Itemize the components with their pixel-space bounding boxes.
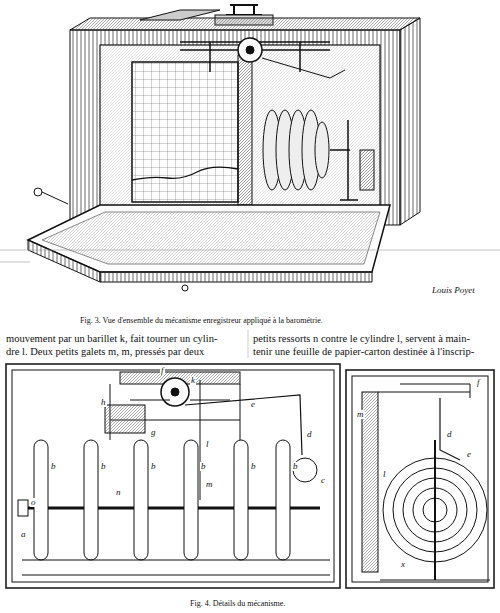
callout-letter: g	[150, 428, 157, 437]
callout-letter: c	[320, 476, 326, 485]
callout-letter: h	[100, 398, 107, 407]
body-text-line: petits ressorts n contre le cylindre l, …	[253, 334, 470, 345]
callout-letter: x	[400, 560, 406, 569]
callout-letter: n	[115, 488, 122, 497]
callout-letter: b	[50, 462, 57, 471]
callout-letter: l	[382, 470, 387, 479]
callout-letter: m	[356, 410, 365, 419]
body-text-line: tenir une feuille de papier-carton desti…	[253, 347, 474, 358]
callout-letter: a	[20, 530, 27, 539]
figure-caption: Fig. 3. Vue d'ensemble du mécanisme enre…	[80, 317, 323, 325]
figure-caption: Fig. 4. Détails du mécanisme.	[190, 600, 285, 608]
callout-letter: k	[190, 376, 196, 385]
callout-letter: o	[30, 498, 37, 507]
callout-letter: d	[446, 430, 453, 439]
callout-letter: f	[160, 366, 165, 375]
callout-letter: b	[100, 462, 107, 471]
callout-letter: f	[476, 378, 481, 387]
callout-letter: m	[205, 480, 214, 489]
fig4-left-section	[6, 364, 340, 588]
callout-letter: e	[250, 400, 256, 409]
callout-letter: e	[466, 450, 472, 459]
engraver-signature: Louis Poyet	[432, 286, 475, 295]
callout-letter: b	[292, 462, 299, 471]
callout-letter: b	[250, 462, 257, 471]
callout-letter: l	[205, 440, 210, 449]
callout-letter: b	[200, 462, 207, 471]
body-text-line: dre l. Deux petits galets m, m, pressés …	[6, 347, 204, 358]
callout-letter: b	[150, 462, 157, 471]
body-text-line: mouvement par un barillet k, fait tourne…	[6, 334, 217, 345]
callout-letter: d	[306, 430, 313, 439]
fig4-right-section	[346, 370, 494, 588]
fig3-recorder	[0, 5, 500, 291]
